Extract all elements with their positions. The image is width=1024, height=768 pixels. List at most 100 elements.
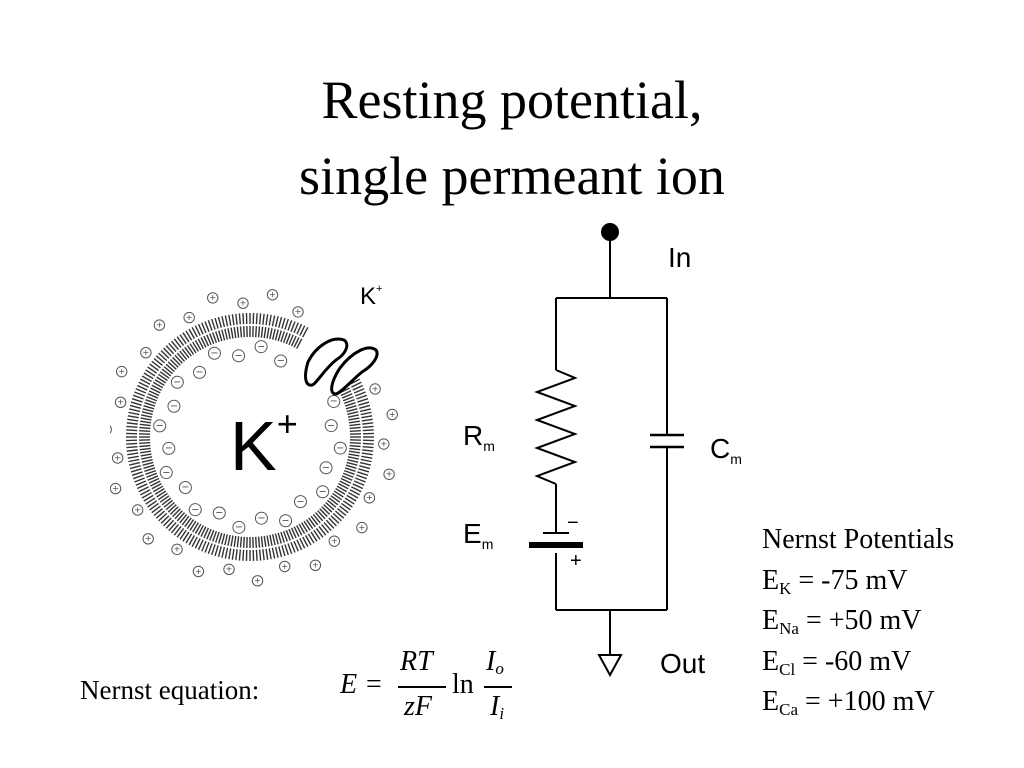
lipid-tail — [242, 549, 245, 561]
lipid-tail — [343, 469, 355, 475]
lipid-tail — [340, 390, 352, 397]
lipid-tail — [303, 520, 311, 531]
lipid-tail — [140, 453, 152, 457]
lipid-tail — [330, 495, 341, 503]
lipid-tail — [194, 340, 202, 351]
lipid-tail — [266, 535, 270, 547]
lipid-tail — [278, 546, 283, 558]
lipid-tail — [206, 528, 212, 540]
in-terminal-dot — [601, 223, 619, 241]
negative-charge-ring — [193, 365, 207, 379]
lipid-tail — [266, 327, 270, 339]
lipid-tail — [126, 429, 138, 432]
lipid-tail — [156, 376, 167, 384]
lipid-tail — [349, 489, 360, 496]
positive-charge: + — [142, 347, 149, 357]
battery-plus-sign: + — [570, 550, 582, 572]
lipid-tail — [349, 423, 361, 427]
lipid-tail — [296, 539, 303, 551]
lipid-tail — [126, 445, 138, 449]
lipid-tail — [130, 468, 142, 473]
lipid-tail — [172, 508, 181, 518]
lipid-tail — [179, 529, 187, 540]
lipid-tail — [191, 536, 198, 547]
positive-charge: + — [331, 535, 338, 545]
lipid-tail — [288, 334, 294, 346]
lipid-tail — [353, 388, 365, 394]
lipid-tail — [212, 530, 218, 542]
lipid-tail — [317, 510, 326, 520]
negative-charge: − — [322, 462, 330, 473]
lipid-tail — [274, 329, 279, 341]
negative-charge-ring — [316, 485, 330, 499]
negative-charge-ring — [254, 511, 268, 525]
lipid-tail — [161, 497, 172, 506]
lipid-tail — [156, 490, 167, 498]
capacitor-symbol — [650, 433, 684, 449]
lipid-tail — [134, 391, 145, 397]
equation-numerator: RT — [400, 646, 433, 677]
lipid-tail — [129, 408, 141, 413]
lipid-tail — [349, 444, 361, 448]
lipid-tail — [186, 344, 195, 355]
lipid-tail — [361, 415, 373, 419]
lipid-tail — [201, 322, 207, 334]
lipid-tail — [308, 517, 316, 528]
lipid-tail — [230, 535, 234, 547]
lipid-tail — [278, 316, 283, 328]
battery-label: Em — [463, 518, 493, 552]
channel-ion-label: K+ — [360, 283, 382, 310]
lipid-tail — [214, 545, 219, 557]
positive-charge: + — [186, 312, 193, 322]
lipid-tail — [141, 458, 153, 463]
lipid-tail — [242, 326, 245, 338]
positive-charge-ring — [278, 560, 291, 573]
lipid-tail — [349, 442, 361, 445]
lipid-tail — [263, 327, 267, 339]
lipid-tail — [227, 328, 231, 340]
lipid-tail — [348, 417, 360, 421]
lipid-tail — [139, 447, 151, 451]
lipid-tail — [141, 375, 152, 383]
lipid-tail — [126, 422, 138, 425]
lipid-tail — [151, 505, 161, 514]
lipid-tail — [155, 355, 166, 364]
lipid-tail — [182, 531, 190, 542]
potassium-channel-icon — [304, 337, 379, 396]
positive-charge-ring — [292, 306, 304, 318]
lipid-tail — [265, 314, 269, 326]
negative-charge: − — [277, 356, 285, 367]
positive-charge: + — [358, 522, 365, 532]
lipid-tail — [352, 483, 364, 490]
lipid-tail — [271, 315, 276, 327]
equivalent-circuit: In Out Rm Cm Em − + — [463, 223, 742, 679]
lipid-tail — [145, 399, 157, 405]
lipid-tail — [167, 361, 177, 370]
lipid-tail — [140, 489, 151, 496]
lipid-tail — [143, 464, 155, 469]
lipid-tail — [129, 461, 141, 466]
lipid-tail — [347, 456, 359, 460]
lipid-tail — [169, 359, 179, 368]
lipid-tail — [204, 542, 210, 553]
lipid-tail — [186, 519, 195, 530]
lipid-tail — [290, 527, 297, 539]
negative-charge: − — [330, 396, 338, 407]
lipid-tail — [344, 497, 355, 505]
lipid-tail — [204, 321, 210, 332]
lipid-tail — [236, 536, 240, 548]
lipid-tail — [140, 417, 152, 421]
lipid-tail — [271, 534, 276, 546]
lipid-tail — [349, 447, 361, 451]
nernst-row-na: ENa = +50 mV — [762, 605, 922, 638]
negative-charge: − — [235, 350, 243, 361]
lipid-tail — [192, 341, 199, 352]
lipid-tail — [158, 512, 168, 522]
positive-charge-ring — [266, 289, 279, 301]
lipid-tail — [325, 519, 335, 529]
lipid-tail — [224, 328, 229, 340]
lipid-tail — [260, 326, 264, 338]
lipid-tail — [281, 317, 286, 329]
positive-charge: + — [195, 566, 202, 576]
lipid-tail — [126, 449, 138, 452]
